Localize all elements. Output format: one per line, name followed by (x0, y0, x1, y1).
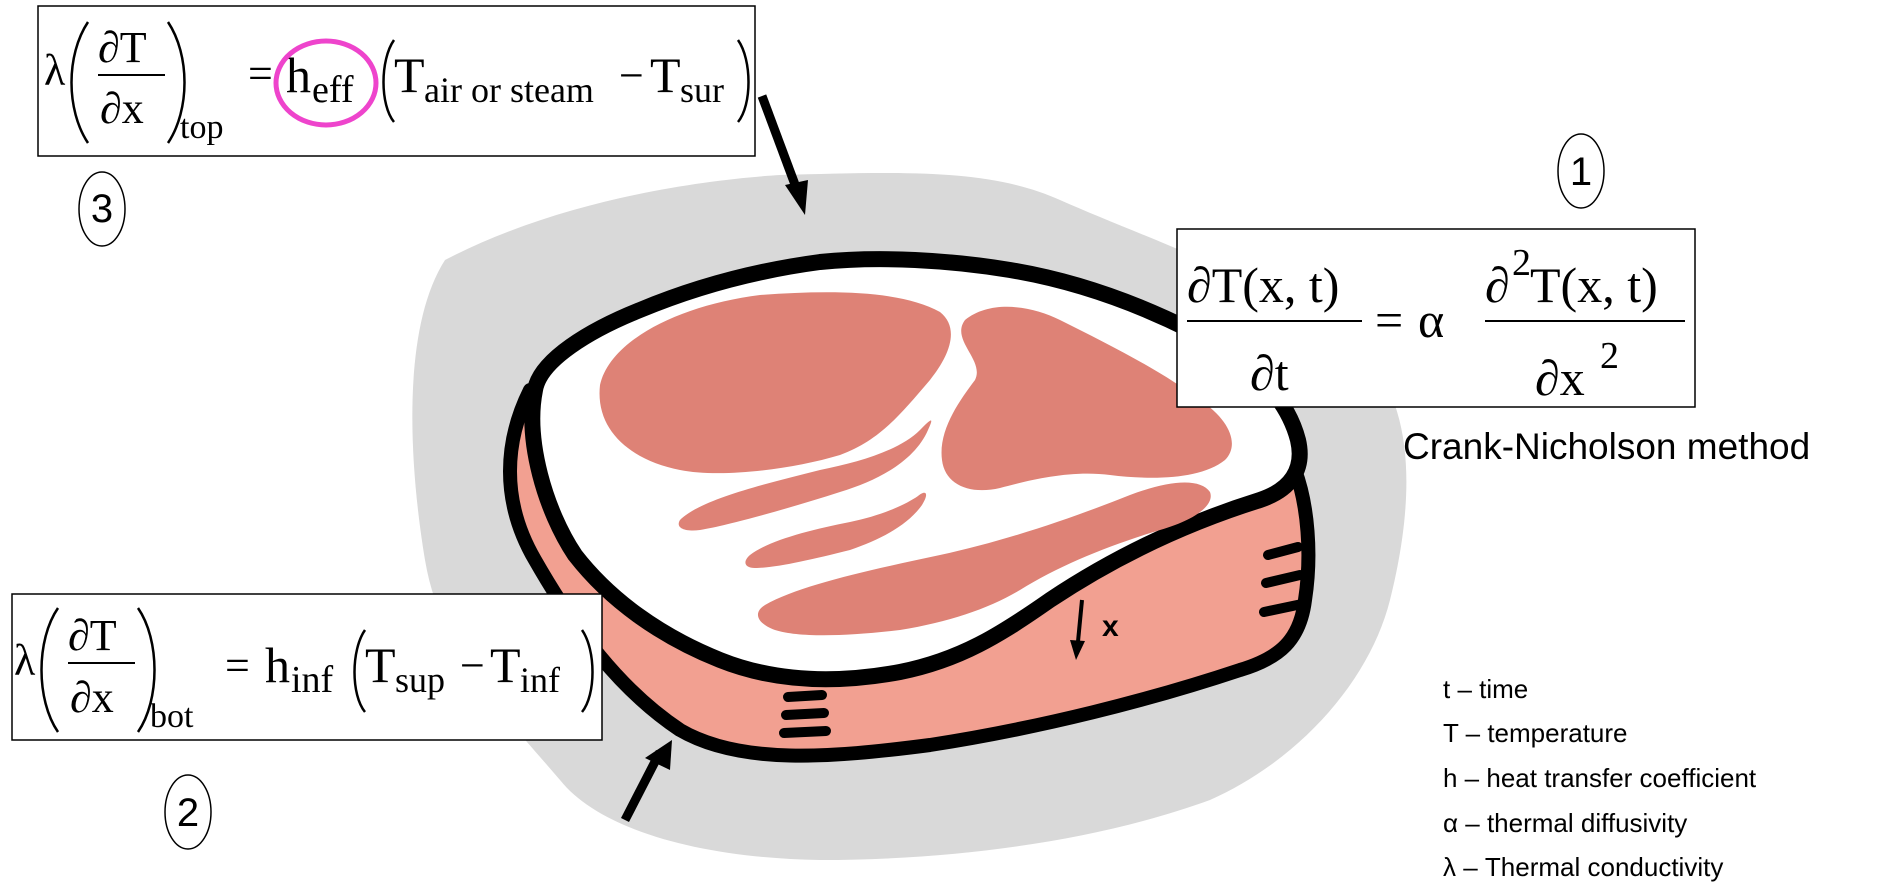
x-axis-label: x (1102, 610, 1119, 643)
legend-item: h – heat transfer coefficient (1443, 763, 1757, 793)
bottom-boundary-equation: λ ∂T ∂x bot = h inf T sup − T inf (12, 594, 602, 740)
top-equals: = (248, 49, 273, 98)
bot-T2: T (490, 637, 521, 693)
heat-rhs-exp: 2 (1512, 242, 1531, 284)
marker-1-label: 1 (1570, 150, 1592, 194)
top-boundary-equation: λ ∂T ∂x top = h eff T air or steam − T s… (38, 6, 755, 156)
legend: t – time T – temperature h – heat transf… (1443, 674, 1757, 882)
heat-rhs-numerator: T(x, t) (1530, 257, 1658, 313)
bot-subscript: bot (150, 698, 194, 735)
top-minus: − (619, 51, 644, 100)
legend-item: α – thermal diffusivity (1443, 808, 1687, 838)
heat-lhs-numerator: ∂T(x, t) (1187, 257, 1339, 313)
bot-h: h (265, 637, 290, 693)
heat-equation: ∂T(x, t) ∂t = α ∂ 2 T(x, t) ∂x 2 (1177, 229, 1695, 407)
heat-rhs-den-exp: 2 (1600, 335, 1619, 377)
top-h-sub: eff (312, 69, 354, 111)
bot-T2-sub: inf (520, 660, 560, 700)
bot-minus: − (460, 641, 485, 690)
marker-1: 1 (1558, 134, 1604, 208)
bot-equals: = (225, 641, 250, 690)
legend-item: T – temperature (1443, 718, 1628, 748)
bot-lambda: λ (14, 636, 36, 685)
legend-item: λ – Thermal conductivity (1443, 852, 1723, 882)
heat-equals: = (1375, 292, 1403, 348)
top-numerator: ∂T (98, 23, 147, 72)
bot-T1: T (365, 637, 396, 693)
top-T1-sub: air or steam (424, 70, 594, 110)
marker-2-label: 2 (177, 791, 199, 835)
top-lambda: λ (44, 46, 66, 95)
top-subscript: top (180, 109, 223, 146)
top-T2-sub: sur (680, 70, 724, 110)
bot-numerator: ∂T (68, 611, 117, 660)
bot-h-sub: inf (291, 659, 334, 701)
marker-3-label: 3 (91, 187, 113, 231)
bot-denominator: ∂x (70, 673, 114, 722)
top-T1: T (394, 47, 425, 103)
legend-item: t – time (1443, 674, 1528, 704)
top-denominator: ∂x (100, 84, 144, 133)
method-label: Crank-Nicholson method (1403, 426, 1810, 467)
heat-alpha: α (1418, 292, 1444, 348)
marker-3: 3 (79, 172, 125, 246)
heat-rhs-partial: ∂ (1485, 257, 1510, 313)
bot-T1-sub: sup (395, 660, 445, 700)
top-T2: T (650, 47, 681, 103)
marker-2: 2 (165, 775, 211, 849)
heat-lhs-denominator: ∂t (1250, 345, 1289, 401)
heat-rhs-denominator: ∂x (1535, 350, 1585, 406)
